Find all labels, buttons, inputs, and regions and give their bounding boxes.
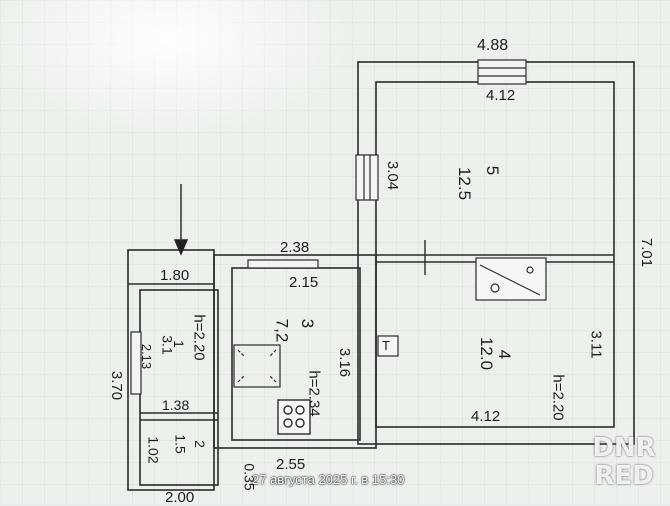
room-small-label: 1.02: [145, 436, 162, 464]
dim-bottom-mid: 2.55: [276, 456, 306, 473]
dim-right-outer: 7.01: [638, 237, 656, 268]
dim-top-inner: 4.12: [486, 87, 516, 104]
room5-window: [355, 154, 379, 201]
photo-timestamp: 27 августа 2025 г. в 15:30: [252, 472, 405, 487]
dim-porch-top: 1.80: [160, 267, 190, 284]
room5-number: 5: [483, 165, 503, 176]
dim-room3-right: 3.16: [336, 347, 354, 378]
dim-porch-left-outer: 3.70: [108, 370, 126, 401]
top-window: [477, 59, 527, 85]
watermark-line1: DNR: [592, 433, 656, 463]
room31-height: h=2.20: [190, 314, 208, 361]
dim-porch-left-inner: 2.13: [139, 343, 155, 370]
dim-room5-left: 3.04: [384, 160, 402, 191]
room5-area: 12.5: [455, 166, 475, 201]
dim-mid-top-outer: 2.38: [280, 239, 310, 256]
middle-window: [247, 259, 319, 269]
dim-room4-bottom: 4.12: [471, 408, 501, 425]
dim-top-outer: 4.88: [477, 37, 509, 54]
room3-height: h=2.34: [305, 370, 323, 417]
watermark-logo: DNR RED: [584, 434, 664, 490]
room31-area: 3.1: [159, 335, 176, 355]
stove-icon: [475, 257, 547, 301]
room3-number: 3: [298, 318, 318, 329]
room4-area: 12.0: [477, 336, 497, 371]
dim-porch-mid: 1.38: [162, 397, 190, 413]
dim-bottom-left: 2.00: [165, 489, 195, 506]
room3-area: 7,2: [272, 318, 292, 343]
room2-number: 2: [191, 440, 208, 448]
room2-area: 1.5: [172, 434, 189, 454]
door-mark: T: [382, 338, 390, 353]
dim-room4-right: 3.11: [587, 330, 605, 359]
room4-number: 4: [495, 349, 515, 360]
room4-height: h=2.20: [549, 374, 567, 421]
dim-mid-top-inner: 2.15: [289, 274, 319, 291]
watermark-line2: RED: [594, 461, 654, 491]
